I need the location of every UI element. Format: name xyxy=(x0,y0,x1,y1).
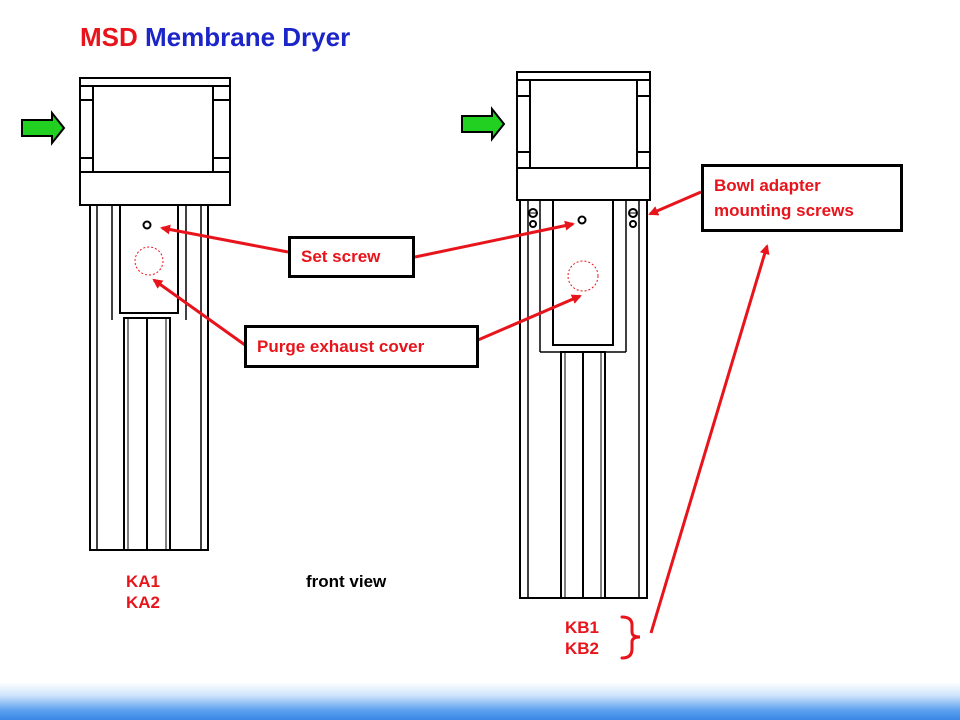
dryer-kb xyxy=(516,71,651,599)
callout-bowl-adapter-line1: Bowl adapter xyxy=(714,176,821,195)
model-kb1: KB1 xyxy=(565,618,600,637)
ka-set-screw xyxy=(142,220,152,230)
kb-purge-exhaust-cover xyxy=(567,260,599,292)
purge-cover-arrow-left xyxy=(152,278,246,347)
model-kb2: KB2 xyxy=(565,639,600,658)
model-ka2: KA2 xyxy=(126,593,161,612)
right-arrow-icon xyxy=(21,110,66,146)
right-arrow-icon xyxy=(461,106,506,142)
ka-top-cap xyxy=(79,77,231,87)
right-curly-brace-icon xyxy=(620,615,641,660)
ka-purge-exhaust-cover xyxy=(134,246,164,276)
footer-gradient-bar xyxy=(0,682,960,720)
kb-mounting-screw-left xyxy=(528,208,538,228)
callout-set-screw: Set screw xyxy=(288,236,415,278)
kb-collar xyxy=(516,167,651,201)
mounting-screws-arrow xyxy=(648,190,702,216)
callout-set-screw-text: Set screw xyxy=(301,247,381,266)
view-label: front view xyxy=(306,572,387,591)
flow-arrow-left xyxy=(21,110,66,146)
set-screw-arrow-right xyxy=(414,220,575,259)
kb-set-screw xyxy=(577,215,587,225)
callout-purge-exhaust-cover-text: Purge exhaust cover xyxy=(257,336,425,356)
purge-cover-arrow-right xyxy=(477,294,582,342)
callout-bowl-adapter-screws: Bowl adapter mounting screws xyxy=(701,164,903,232)
kb-head-inner xyxy=(529,79,638,169)
ka-collar xyxy=(79,171,231,206)
model-ka1: KA1 xyxy=(126,572,161,591)
set-screw-arrow-left xyxy=(160,224,289,254)
kb-models-arrow xyxy=(649,244,770,634)
title-membrane-dryer: Membrane Dryer xyxy=(145,22,351,52)
title-msd: MSD xyxy=(80,22,138,52)
dryer-ka xyxy=(79,77,231,551)
ka-head-inner xyxy=(92,85,214,173)
slide-title: MSD Membrane Dryer xyxy=(80,22,350,53)
callout-purge-exhaust-cover: Purge exhaust cover xyxy=(244,325,479,368)
flow-arrow-right xyxy=(461,106,506,142)
models-left-label: KA1 KA2 xyxy=(126,571,160,613)
models-right-label: KB1 KB2 xyxy=(565,617,599,659)
callout-bowl-adapter-line2: mounting screws xyxy=(714,201,854,220)
kb-mounting-screw-right xyxy=(628,208,638,228)
kb-top-cap xyxy=(516,71,651,81)
